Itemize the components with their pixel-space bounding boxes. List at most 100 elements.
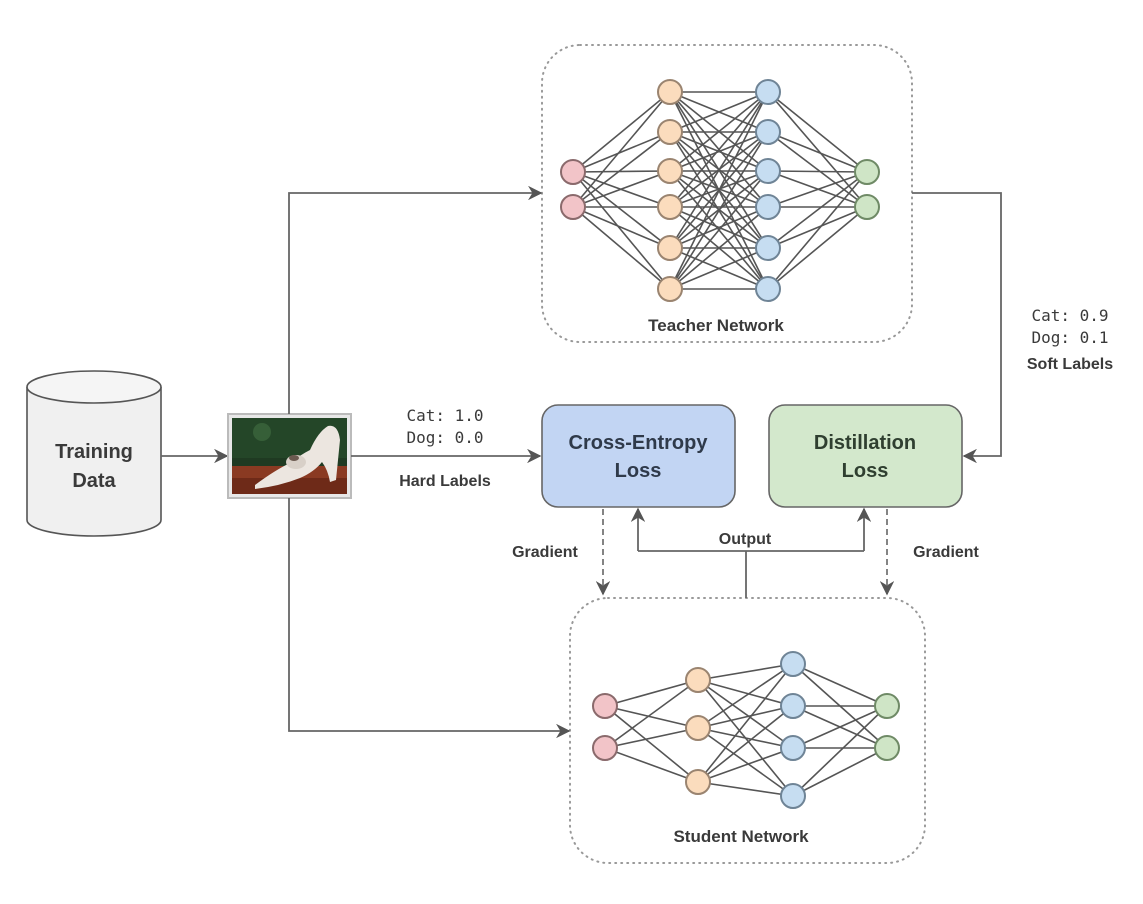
teacher-network-label: Teacher Network xyxy=(648,316,784,335)
teacher-hidden2-neuron xyxy=(755,276,781,302)
student-connection xyxy=(604,679,699,749)
student-connection xyxy=(792,747,888,797)
teacher-connection xyxy=(669,131,769,290)
teacher-connection xyxy=(572,171,671,290)
student-connection xyxy=(604,705,699,729)
student-hidden1-neuron xyxy=(685,769,711,795)
student-connection xyxy=(604,747,699,783)
teacher-hidden2-neuron xyxy=(755,235,781,261)
teacher-output-neuron xyxy=(854,159,880,185)
student-connection xyxy=(792,705,888,797)
teacher-connection xyxy=(767,171,868,290)
student-connection xyxy=(697,679,794,707)
arrow-teacher-to-distillation xyxy=(912,192,1002,464)
teacher-hidden2-neuron xyxy=(755,194,781,220)
teacher-hidden1-neuron xyxy=(657,158,683,184)
ce-loss-line1: Cross-Entropy xyxy=(569,432,709,454)
teacher-hidden1-neuron xyxy=(657,79,683,105)
hard-label-cat: Cat: 1.0 xyxy=(406,406,483,425)
student-input-neuron xyxy=(592,735,618,761)
teacher-connection xyxy=(767,171,868,249)
teacher-connection xyxy=(669,170,769,290)
student-connection xyxy=(697,781,794,797)
cross-entropy-loss-box[interactable]: Cross-Entropy Loss xyxy=(541,404,736,508)
teacher-hidden2-neuron xyxy=(755,79,781,105)
teacher-connection xyxy=(572,206,671,290)
teacher-connection xyxy=(572,91,671,173)
teacher-output-neuron xyxy=(854,194,880,220)
cat-icon xyxy=(255,425,340,489)
student-output-neuron xyxy=(874,735,900,761)
teacher-connection xyxy=(767,131,868,173)
training-data-label-line1: Training xyxy=(55,441,133,463)
teacher-hidden1-neuron xyxy=(657,235,683,261)
distill-loss-line1: Distillation xyxy=(814,432,916,454)
student-input-neuron xyxy=(592,693,618,719)
teacher-connection xyxy=(572,171,671,249)
teacher-connection xyxy=(669,91,769,290)
teacher-connection xyxy=(669,206,769,249)
student-connection xyxy=(604,705,699,783)
hard-label-dog: Dog: 0.0 xyxy=(406,428,483,447)
student-connection xyxy=(604,679,699,707)
teacher-connection xyxy=(767,171,868,208)
teacher-connection xyxy=(669,206,769,290)
teacher-connection xyxy=(572,170,671,208)
student-hidden1-neuron xyxy=(685,667,711,693)
student-nodes xyxy=(592,651,900,809)
teacher-connection xyxy=(669,131,769,172)
gradient-label-left: Gradient xyxy=(512,544,578,561)
soft-label-dog: Dog: 0.1 xyxy=(1031,328,1108,347)
student-connection xyxy=(697,747,794,783)
student-hidden1-neuron xyxy=(685,715,711,741)
hard-labels-title: Hard Labels xyxy=(399,473,491,490)
student-network-label: Student Network xyxy=(673,827,809,846)
distill-loss-line2: Loss xyxy=(842,460,889,482)
student-connection xyxy=(697,705,794,783)
student-hidden2-neuron xyxy=(780,735,806,761)
teacher-connection xyxy=(767,170,868,173)
teacher-connection xyxy=(767,206,868,249)
teacher-hidden1-neuron xyxy=(657,119,683,145)
student-output-neuron xyxy=(874,693,900,719)
input-image[interactable] xyxy=(227,413,352,499)
student-hidden2-neuron xyxy=(780,693,806,719)
student-connection xyxy=(697,663,794,681)
database-icon xyxy=(26,370,162,404)
soft-label-cat: Cat: 0.9 xyxy=(1031,306,1108,325)
student-connection xyxy=(604,727,699,749)
teacher-connection xyxy=(669,91,769,133)
training-data-database[interactable]: Training Data xyxy=(26,370,162,537)
distillation-loss-box[interactable]: Distillation Loss xyxy=(768,404,963,508)
student-hidden2-neuron xyxy=(780,783,806,809)
teacher-hidden1-neuron xyxy=(657,276,683,302)
student-connection xyxy=(697,663,794,729)
teacher-input-neuron xyxy=(560,194,586,220)
teacher-hidden2-neuron xyxy=(755,119,781,145)
ce-loss-line2: Loss xyxy=(615,460,662,482)
arrow-image-to-student xyxy=(288,498,571,739)
teacher-connection xyxy=(572,206,671,249)
teacher-connection xyxy=(767,206,868,290)
teacher-connection xyxy=(572,170,671,173)
teacher-input-neuron xyxy=(560,159,586,185)
student-connection xyxy=(697,679,794,749)
teacher-connection xyxy=(572,91,671,208)
teacher-edges xyxy=(572,91,868,290)
student-connection xyxy=(697,663,794,783)
student-connection xyxy=(697,727,794,797)
teacher-connection xyxy=(669,91,769,208)
teacher-hidden1-neuron xyxy=(657,194,683,220)
student-edges xyxy=(604,663,888,797)
student-connection xyxy=(792,705,888,749)
student-connection xyxy=(697,705,794,729)
teacher-connection xyxy=(669,91,769,172)
arrow-image-to-teacher xyxy=(288,185,543,414)
output-label: Output xyxy=(719,531,772,548)
student-connection xyxy=(792,663,888,707)
teacher-hidden2-neuron xyxy=(755,158,781,184)
teacher-nodes xyxy=(560,79,880,302)
teacher-connection xyxy=(572,131,671,173)
student-frame xyxy=(569,597,926,864)
